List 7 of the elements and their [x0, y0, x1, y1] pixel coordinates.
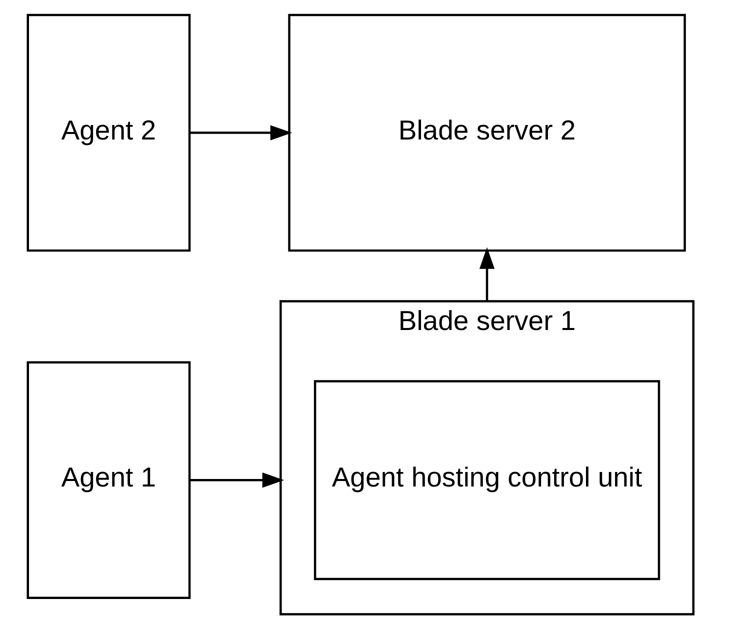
arrow	[190, 472, 284, 488]
arrow	[479, 247, 495, 302]
arrow	[190, 125, 292, 140]
node-box: Agent 2	[26, 14, 191, 252]
node-box: Agent 1	[26, 361, 191, 600]
node-box: Blade server 2	[288, 14, 686, 252]
node-box: Agent hosting control unit	[314, 380, 660, 580]
